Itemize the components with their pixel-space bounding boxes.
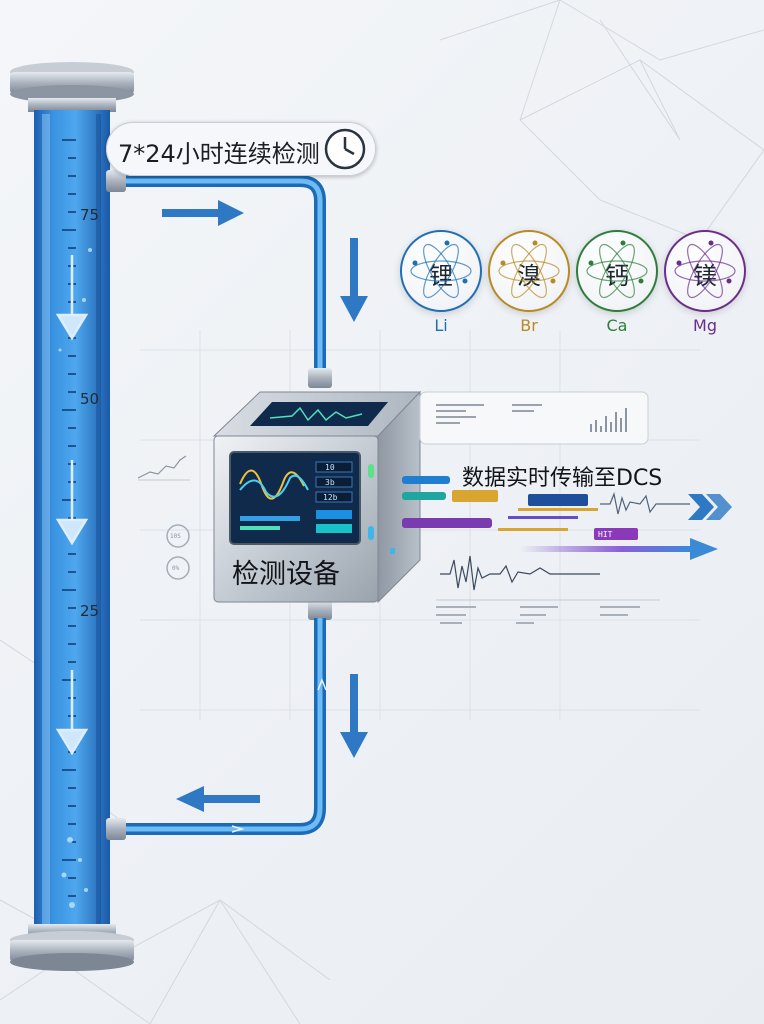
device-label: 检测设备 bbox=[232, 559, 340, 590]
scale-label-50: 50 bbox=[80, 390, 100, 408]
side-info-panel bbox=[137, 455, 190, 580]
sample-pipeline bbox=[126, 175, 332, 835]
dcs-transmission-label: 数据实时传输至DCS bbox=[462, 466, 663, 491]
chevron-right-icon bbox=[688, 494, 732, 520]
element-symbol: Mg bbox=[693, 316, 717, 335]
flow-arrow-icon bbox=[690, 538, 718, 560]
detection-device bbox=[212, 390, 422, 604]
element-name: 溴 bbox=[517, 262, 541, 290]
element-symbol: Ca bbox=[606, 316, 628, 335]
element-symbol: Li bbox=[434, 316, 448, 335]
flow-arrow-icon bbox=[162, 200, 368, 812]
element-badge: 镁 bbox=[664, 230, 746, 312]
element-badge: 钙 bbox=[576, 230, 658, 312]
screen-readout: 12b bbox=[323, 493, 338, 502]
flow-arrow-icon bbox=[55, 255, 89, 756]
element-name: 镁 bbox=[693, 262, 717, 290]
scale-label-75: 75 bbox=[80, 206, 100, 224]
gauge-value: 0% bbox=[172, 565, 180, 572]
clock-icon bbox=[324, 128, 366, 170]
process-column bbox=[10, 62, 134, 971]
element-name: 钙 bbox=[605, 262, 629, 290]
screen-readout: 10 bbox=[325, 463, 335, 472]
element-name: 锂 bbox=[429, 262, 453, 290]
monitoring-label: 7*24小时连续检测 bbox=[118, 140, 320, 168]
screen-readout: 3b bbox=[325, 478, 335, 487]
element-badge: 溴 bbox=[488, 230, 570, 312]
element-badge: 锂 bbox=[400, 230, 482, 312]
scale-label-25: 25 bbox=[80, 602, 100, 620]
element-symbol: Br bbox=[520, 316, 538, 335]
data-tag: HIT bbox=[598, 530, 613, 539]
gauge-value: 10S bbox=[170, 533, 181, 540]
data-transmission bbox=[402, 391, 732, 624]
